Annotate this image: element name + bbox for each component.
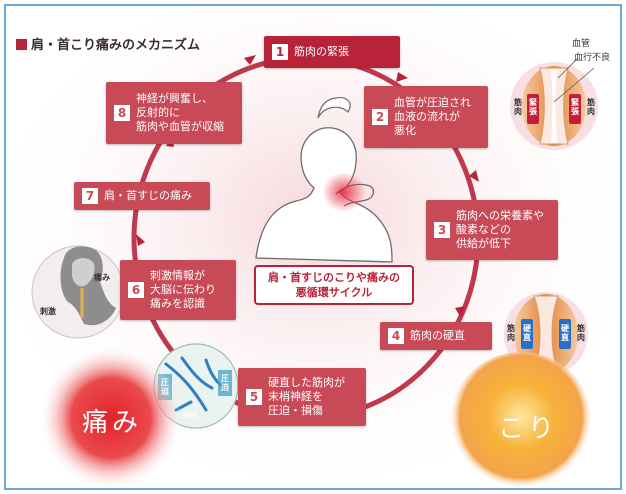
step-6-text: 刺激情報が 大脳に伝わり 痛みを認識 [150, 269, 216, 310]
vessel-tension-illustration [510, 57, 598, 150]
vessel-top-tension-left: 緊張 [529, 98, 537, 116]
legend-poor-flow: 血行不良 [574, 53, 611, 63]
pain-circle [39, 346, 183, 488]
step-1-number: 1 [272, 44, 288, 60]
nerve-pressure-left: 圧迫 [161, 378, 169, 396]
step-5: 5 硬直した筋肉が 末梢神経を 圧迫・損傷 [238, 368, 366, 426]
cycle-center-label: 肩・首すじのこりや痛みの 悪循環サイクル [254, 265, 414, 305]
step-2-text: 血管が圧迫され 血液の流れが 悪化 [394, 96, 471, 137]
vessel-bottom-muscle-left: 筋肉 [507, 324, 515, 342]
step-8-text: 神経が興奮し、 反射的に 筋肉や血管が収縮 [136, 92, 224, 133]
vessel-top-muscle-right: 筋肉 [587, 98, 595, 116]
step-7: 7 肩・首すじの痛み [74, 182, 210, 210]
step-7-number: 7 [82, 188, 98, 204]
step-6: 6 刺激情報が 大脳に伝わり 痛みを認識 [120, 260, 236, 320]
nerve-label: 神経 [182, 411, 198, 420]
head-stimulus-label: 刺激 [40, 307, 56, 316]
step-2-number: 2 [372, 109, 388, 125]
step-3: 3 筋肉への栄養素や 酸素などの 供給が低下 [426, 200, 558, 260]
step-7-text: 肩・首すじの痛み [104, 189, 192, 202]
step-4-number: 4 [388, 328, 404, 344]
step-5-number: 5 [246, 389, 262, 405]
pain-circle-label: 痛み [82, 408, 143, 438]
step-5-text: 硬直した筋肉が 末梢神経を 圧迫・損傷 [268, 376, 345, 417]
step-8: 8 神経が興奮し、 反射的に 筋肉や血管が収縮 [106, 82, 242, 144]
woman-illustration [255, 97, 393, 263]
step-8-number: 8 [114, 105, 130, 121]
step-4: 4 筋肉の硬直 [380, 322, 492, 350]
diagram-title: 肩・首こり痛みのメカニズム [16, 34, 200, 53]
title-text: 肩・首こり痛みのメカニズム [31, 38, 201, 53]
cycle-arrow-1 [396, 72, 408, 82]
stiffness-circle-label: こり [498, 414, 559, 444]
vessel-bottom-muscle-right: 筋肉 [577, 324, 585, 342]
step-1-text: 筋肉の緊張 [294, 45, 349, 58]
cycle-arrow-6 [136, 234, 145, 246]
stiffness-circle [449, 352, 593, 488]
step-3-number: 3 [434, 222, 450, 238]
cycle-arrow-8 [244, 55, 256, 65]
legend-vessel: 血管 [572, 39, 591, 49]
step-1: 1 筋肉の緊張 [264, 36, 400, 68]
head-illustration [31, 245, 125, 339]
nerve-pressure-right: 圧迫 [221, 374, 229, 392]
vessel-top-tension-right: 緊張 [571, 98, 579, 116]
cycle-arrow-2 [469, 170, 479, 182]
step-6-number: 6 [128, 282, 144, 298]
title-marker [16, 39, 27, 50]
vessel-bottom-stiff-right: 硬直 [561, 324, 569, 342]
diagram-frame: 肩・首こり痛みのメカニズム 1 筋肉の緊張 2 血管が圧迫され 血液の流れが 悪… [4, 4, 622, 490]
cycle-arrow-3 [455, 306, 465, 318]
step-2: 2 血管が圧迫され 血液の流れが 悪化 [364, 86, 488, 148]
step-3-text: 筋肉への栄養素や 酸素などの 供給が低下 [456, 209, 544, 250]
vessel-bottom-stiff-left: 硬直 [523, 324, 531, 342]
step-4-text: 筋肉の硬直 [410, 329, 465, 342]
head-pain-label: 痛み [94, 273, 110, 282]
vessel-top-muscle-left: 筋肉 [514, 98, 522, 116]
